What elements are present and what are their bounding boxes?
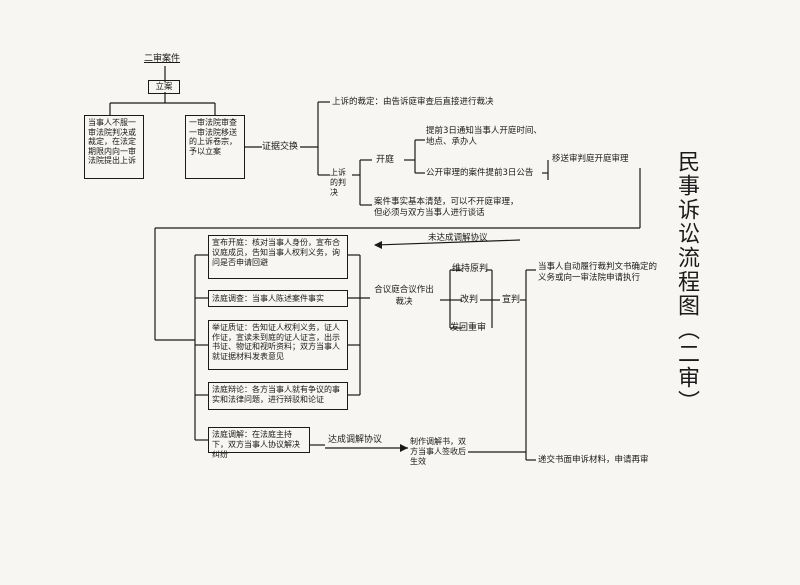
page-title: 民事诉讼流程图（二审）	[674, 150, 699, 414]
node-mediation-doc: 制作调解书，双方当事人签收后生效	[410, 437, 466, 466]
node-open-court: 开庭	[376, 155, 395, 165]
node-retrial: 递交书面申诉材料，申请再审	[538, 455, 649, 465]
node-ruling-appeal: 上诉的裁定：由告诉庭审查后直接进行裁决	[332, 97, 494, 107]
node-uphold: 维持原判	[452, 264, 489, 274]
node-remand: 发回重审	[450, 323, 487, 333]
node-pronounce: 宣判	[502, 295, 521, 305]
node-filing: 立案	[148, 80, 180, 94]
node-party-appeal: 当事人不服一审法院判决或裁定，在法定期限内向一审法院提出上诉	[84, 115, 144, 179]
arrowhead-mediation	[400, 444, 408, 452]
node-reach-mediation: 达成调解协议	[328, 435, 383, 445]
node-amend: 改判	[460, 295, 479, 305]
node-notice-3days: 提前3日通知当事人开庭时间、地点、承办人	[426, 126, 542, 147]
node-no-mediation: 未达成调解协议	[428, 233, 488, 243]
node-investigation: 法庭调查：当事人陈述案件事实	[208, 290, 348, 307]
node-cross-exam: 举证质证：告知证人权利义务，证人作证，宣读未到庭的证人证言，出示书证、物证和视听…	[208, 320, 348, 370]
node-first-court: 一审法院审查一审法院移送的上诉卷宗，予以立案	[185, 115, 245, 179]
node-announce-court: 宣布开庭：核对当事人身份，宣布合议庭成员，告知当事人权利义务，询问是否申请回避	[208, 235, 348, 279]
node-transfer-trial: 移送审判庭开庭审理	[552, 154, 629, 164]
node-execute: 当事人自动履行裁判文书确定的义务或向一审法院申请执行	[538, 262, 658, 283]
node-debate: 法庭辩论：各方当事人就有争议的事实和法律问题，进行辩驳和论证	[208, 382, 348, 410]
node-collegial: 合议庭合议作出裁决	[374, 285, 434, 307]
node-public-notice: 公开审理的案件提前3日公告	[426, 168, 534, 178]
node-second-instance: 二审案件	[144, 54, 181, 64]
node-judgment-appeal: 上诉的判决	[330, 168, 346, 197]
node-evidence-exchange: 证据交换	[262, 142, 299, 152]
line-no-mediation	[374, 239, 521, 246]
node-clear-facts: 案件事实基本清楚，可以不开庭审理，但必须与双方当事人进行谈话	[374, 197, 519, 218]
node-mediation: 法庭调解：在法庭主持下，双方当事人协议解决纠纷	[208, 427, 310, 459]
arrowhead-no-mediation	[374, 241, 382, 249]
